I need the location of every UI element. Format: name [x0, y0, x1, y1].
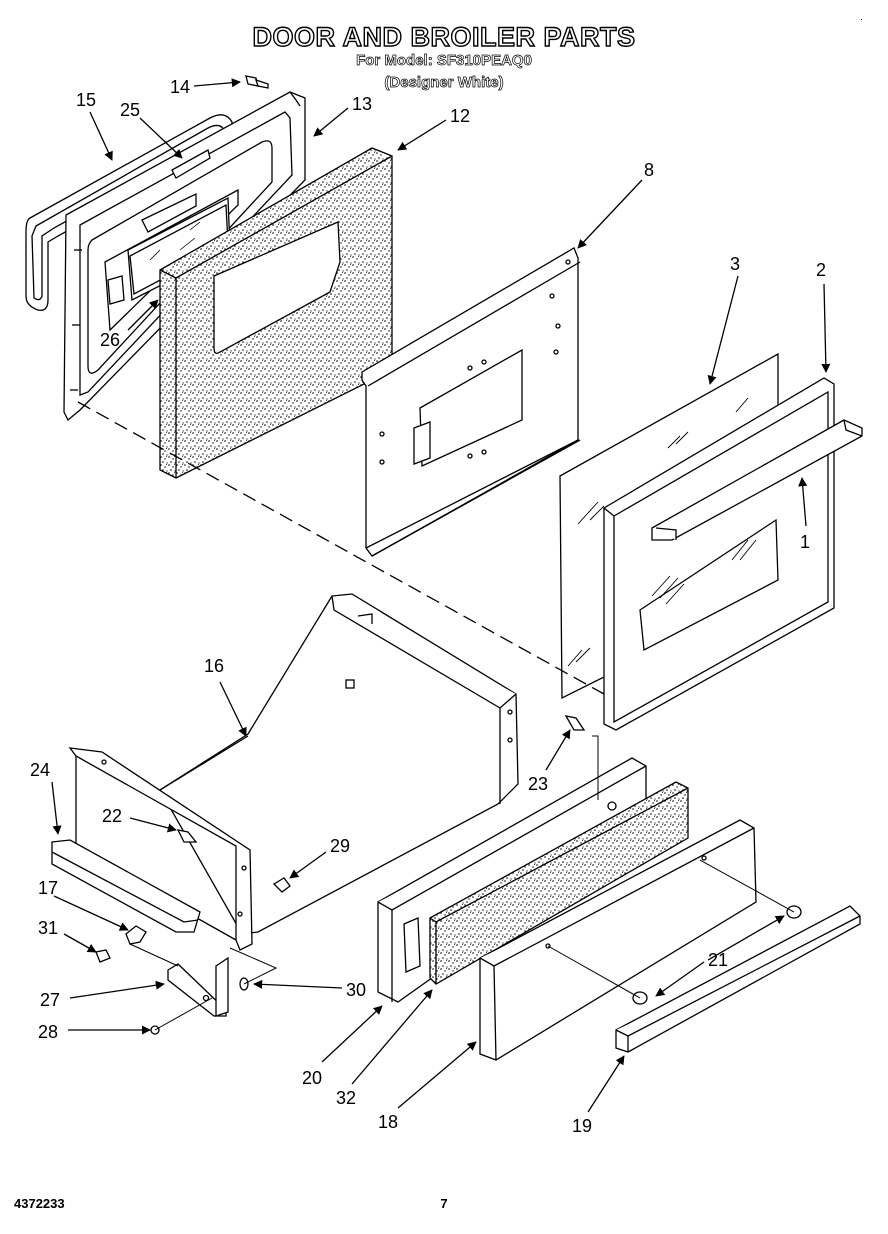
- callout-13: 13: [352, 94, 372, 114]
- callout-19: 19: [572, 1116, 592, 1136]
- screw-part-31: [95, 949, 111, 963]
- callout-leaders: [51, 78, 831, 1113]
- callout-22: 22: [102, 806, 122, 826]
- callout-26: 26: [100, 330, 120, 350]
- screw-part-22: [176, 829, 198, 843]
- door-handle-part: [651, 419, 863, 541]
- callout-18: 18: [378, 1112, 398, 1132]
- page-number: 7: [440, 1196, 448, 1211]
- alignment-line: [77, 401, 605, 695]
- broiler-insulation-part: [429, 781, 689, 985]
- callout-32: 32: [336, 1088, 356, 1108]
- diagram-title: DOOR AND BROILER PARTS: [252, 21, 636, 52]
- screw-part-29: [272, 877, 291, 893]
- callout-24: 24: [30, 760, 50, 780]
- callout-2: 2: [816, 260, 826, 280]
- callout-1: 1: [800, 532, 810, 552]
- clip-part: [125, 925, 147, 945]
- callout-16: 16: [204, 656, 224, 676]
- broiler-outer-door-part: [479, 819, 757, 1061]
- document-id: 4372233: [14, 1196, 65, 1211]
- bracket-part: [171, 149, 211, 179]
- callout-8: 8: [644, 160, 654, 180]
- model-line: For Model: SF310PEAQ0: [356, 52, 533, 70]
- callout-28: 28: [38, 1022, 58, 1042]
- callout-23: 23: [528, 774, 548, 794]
- screw-part-14: [245, 75, 269, 89]
- inner-door-panel-part: [361, 247, 581, 557]
- callout-27: 27: [40, 990, 60, 1010]
- callout-14: 14: [170, 77, 190, 97]
- callout-17: 17: [38, 878, 58, 898]
- screw-part-23: [564, 715, 586, 731]
- broiler-handle-part: [615, 905, 861, 1053]
- callout-25: 25: [120, 100, 140, 120]
- door-insulation-part: [159, 147, 393, 479]
- callout-20: 20: [302, 1068, 322, 1088]
- variant-line: (Designer White): [384, 74, 504, 92]
- corner-mark: ·: [860, 14, 863, 24]
- door-gasket-part: [25, 114, 233, 311]
- callout-31: 31: [38, 918, 58, 938]
- broiler-hinge-part: [167, 956, 229, 1017]
- callout-30: 30: [346, 980, 366, 1000]
- callout-numbers: 14 15 25 13 12 26 8 3 2 1 16 24 22 29 17…: [30, 77, 826, 1136]
- callout-21: 21: [708, 950, 728, 970]
- callout-29: 29: [330, 836, 350, 856]
- broiler-rail-part: [51, 839, 201, 933]
- callout-3: 3: [730, 254, 740, 274]
- callout-12: 12: [450, 106, 470, 126]
- callout-15: 15: [76, 90, 96, 110]
